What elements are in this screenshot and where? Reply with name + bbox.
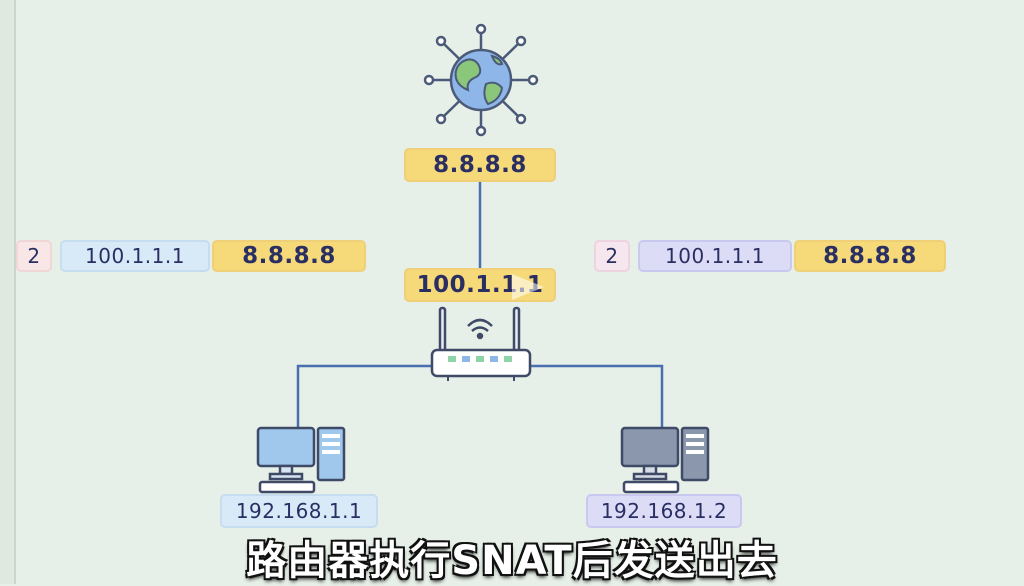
host2-ip-label: 192.168.1.2	[586, 494, 742, 528]
right-packet-seq: 2	[594, 240, 630, 272]
router-host1-link	[296, 364, 432, 432]
right-packet-src-ip: 100.1.1.1	[638, 240, 792, 272]
play-icon	[512, 274, 544, 300]
computer-icon-host1	[256, 426, 346, 494]
globe-icon	[423, 23, 539, 137]
router-icon	[430, 306, 532, 381]
left-packet-seq: 2	[16, 240, 52, 272]
computer-icon-host2	[620, 426, 710, 494]
router-host2-link	[530, 364, 664, 432]
left-packet-dst-ip: 8.8.8.8	[212, 240, 366, 272]
subtitle-caption: 路由器执行SNAT后发送出去	[246, 538, 778, 584]
host1-ip-label: 192.168.1.1	[220, 494, 378, 528]
internet-ip-label: 8.8.8.8	[404, 148, 556, 182]
right-packet-dst-ip: 8.8.8.8	[794, 240, 946, 272]
left-packet-src-ip: 100.1.1.1	[60, 240, 210, 272]
left-panel-edge	[0, 0, 16, 584]
